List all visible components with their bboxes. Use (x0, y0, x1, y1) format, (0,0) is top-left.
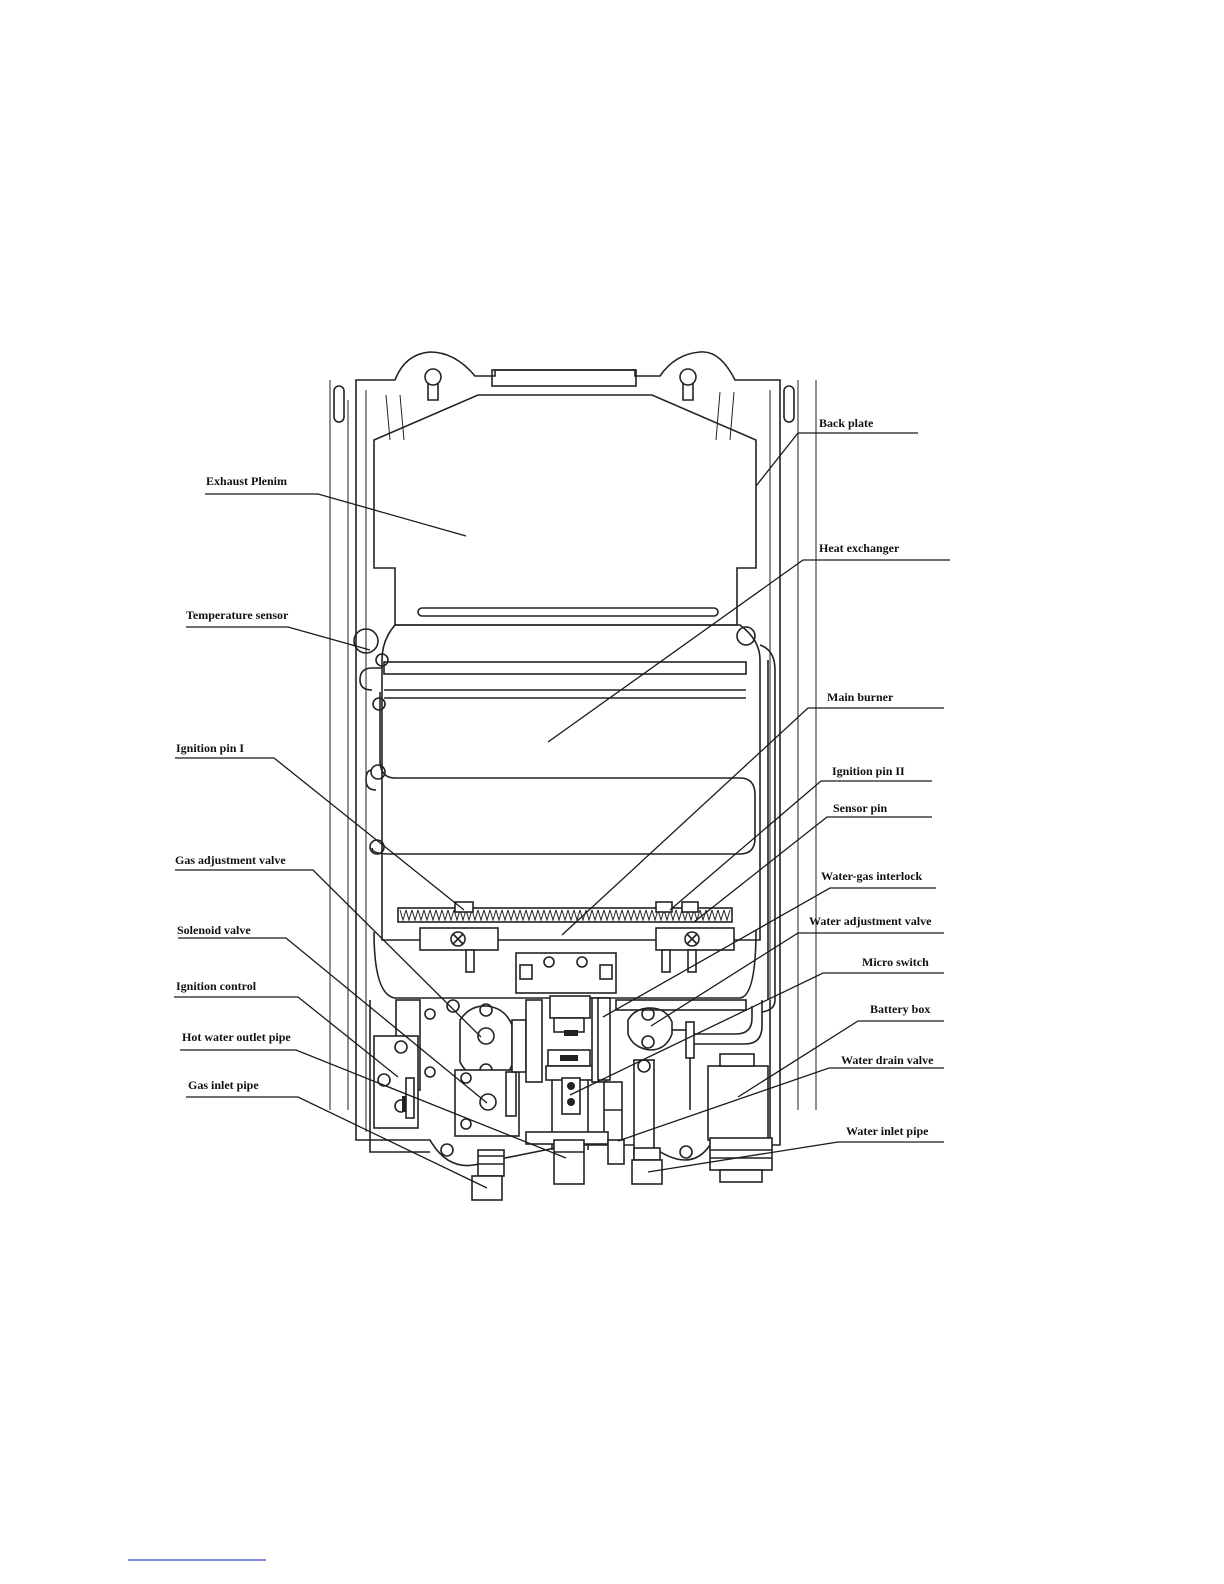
label-gas-inlet-pipe: Gas inlet pipe (188, 1078, 259, 1092)
label-water-gas-interlock: Water-gas interlock (821, 869, 923, 883)
keyhole-mount-left (424, 368, 442, 401)
label-ignition-control: Ignition control (176, 979, 257, 993)
label-heat-exchanger: Heat exchanger (819, 541, 900, 555)
label-water-inlet-pipe: Water inlet pipe (846, 1124, 929, 1138)
label-temperature-sensor: Temperature sensor (186, 608, 289, 622)
label-ignition-pin-1: Ignition pin I (176, 741, 244, 755)
leader-lines (174, 432, 950, 1189)
heat-exchanger (381, 624, 761, 941)
label-ignition-pin-2: Ignition pin II (832, 764, 905, 778)
gas-adjustment-valve (459, 1003, 513, 1082)
ignition-pin-1 (419, 901, 499, 973)
label-main-burner: Main burner (827, 690, 894, 704)
keyhole-mount-right (679, 368, 697, 401)
label-solenoid-valve: Solenoid valve (177, 923, 251, 937)
water-adjustment-valve (615, 999, 763, 1059)
label-water-adjustment-valve: Water adjustment valve (809, 914, 932, 928)
ignition-pin-2 (655, 901, 735, 973)
callout-labels: Back plate Exhaust Plenim Heat exchanger… (175, 416, 934, 1138)
gas-inlet-pipe (440, 1143, 505, 1201)
ignition-control (373, 1035, 419, 1129)
water-heater-drawing (329, 351, 817, 1201)
label-water-drain-valve: Water drain valve (841, 1053, 934, 1067)
hot-water-outlet-pipe (553, 1139, 585, 1185)
label-battery-box: Battery box (870, 1002, 930, 1016)
micro-switch (561, 1077, 581, 1115)
temperature-sensor (353, 628, 379, 654)
label-gas-adjustment-valve: Gas adjustment valve (175, 853, 286, 867)
main-burner (397, 907, 733, 923)
heat-exchanger-coil (359, 667, 756, 855)
exhaust-plenum (373, 394, 757, 626)
battery-box (689, 1053, 773, 1183)
label-hot-water-outlet-pipe: Hot water outlet pipe (182, 1030, 291, 1044)
water-drain-valve (603, 1059, 655, 1171)
label-exhaust-plenim: Exhaust Plenim (206, 474, 287, 488)
label-back-plate: Back plate (819, 416, 874, 430)
label-micro-switch: Micro switch (862, 955, 929, 969)
label-sensor-pin: Sensor pin (833, 801, 887, 815)
gas-manifold (515, 952, 617, 994)
water-inlet-pipe (631, 1145, 693, 1185)
water-gas-interlock (511, 995, 611, 1150)
